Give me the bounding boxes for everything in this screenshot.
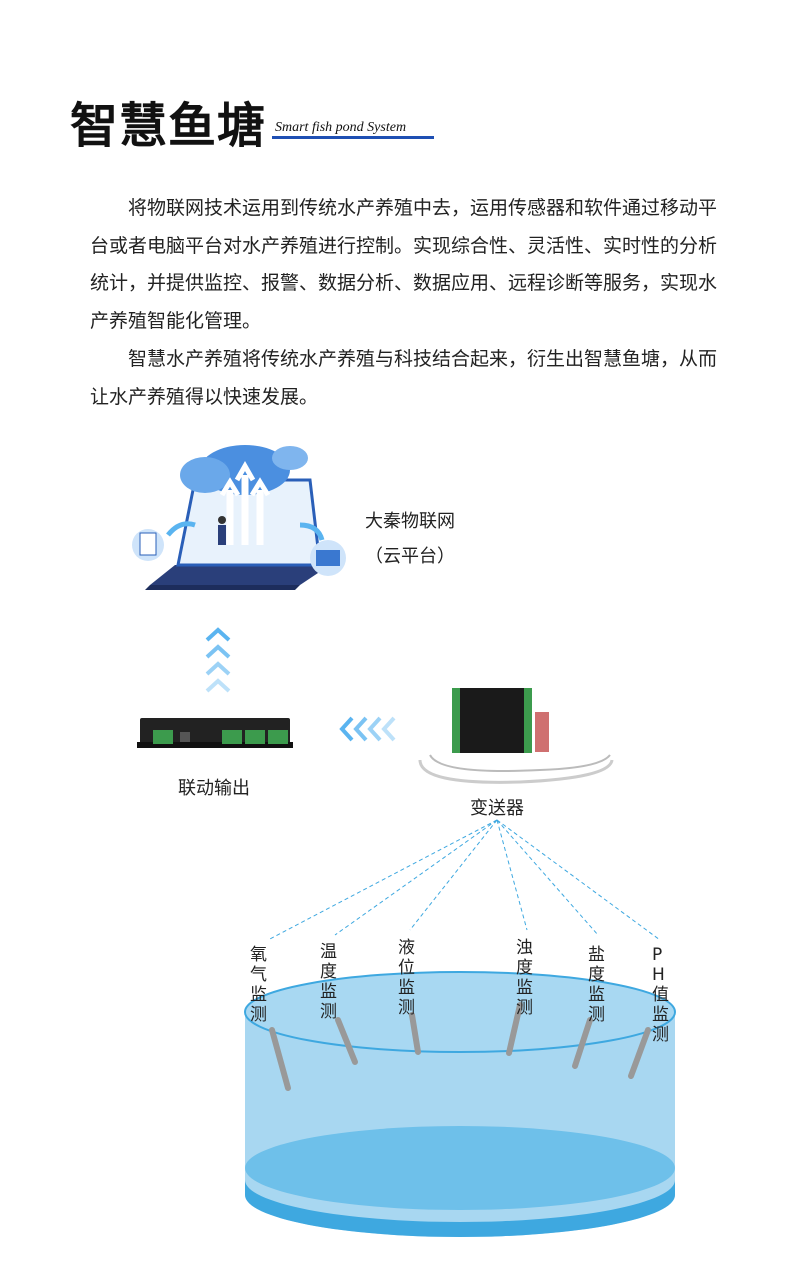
sensor-label-turbidity: 浊度监测 — [516, 938, 533, 1018]
intro-paragraph: 将物联网技术运用到传统水产养殖中去，运用传感器和软件通过移动平台或者电脑平台对水… — [90, 197, 718, 333]
page-subtitle: Smart fish pond System — [275, 120, 407, 135]
intro-text: 将物联网技术运用到传统水产养殖中去，运用传感器和软件通过移动平台或者电脑平台对水… — [90, 190, 720, 416]
sensor-label-temperature: 温度监测 — [320, 942, 337, 1022]
up-arrow-icon — [205, 627, 231, 693]
cloud-platform-illustration — [132, 445, 346, 590]
sensor-label-ph: PH值监测 — [652, 945, 669, 1045]
output-device-label: 联动输出 — [178, 778, 250, 799]
output-device-illustration — [137, 718, 293, 748]
transmitter-illustration — [418, 688, 614, 784]
subtitle-underline — [272, 136, 434, 139]
connection-lines — [267, 819, 661, 941]
intro-paragraph: 智慧水产养殖将传统水产养殖与科技结合起来，衍生出智慧鱼塘，从而让水产养殖得以快速… — [90, 347, 718, 408]
left-arrow-icon — [339, 716, 396, 742]
page-title: 智慧鱼塘 — [70, 98, 267, 154]
cloud-platform-sublabel: （云平台） — [365, 546, 455, 567]
transmitter-label: 变送器 — [470, 798, 524, 819]
cloud-platform-label: 大秦物联网 — [365, 511, 455, 532]
sensor-label-salinity: 盐度监测 — [588, 945, 605, 1025]
sensor-label-oxygen: 氧气监测 — [250, 945, 267, 1025]
sensor-label-level: 液位监测 — [398, 938, 415, 1018]
fish-pond-illustration — [244, 971, 676, 1237]
